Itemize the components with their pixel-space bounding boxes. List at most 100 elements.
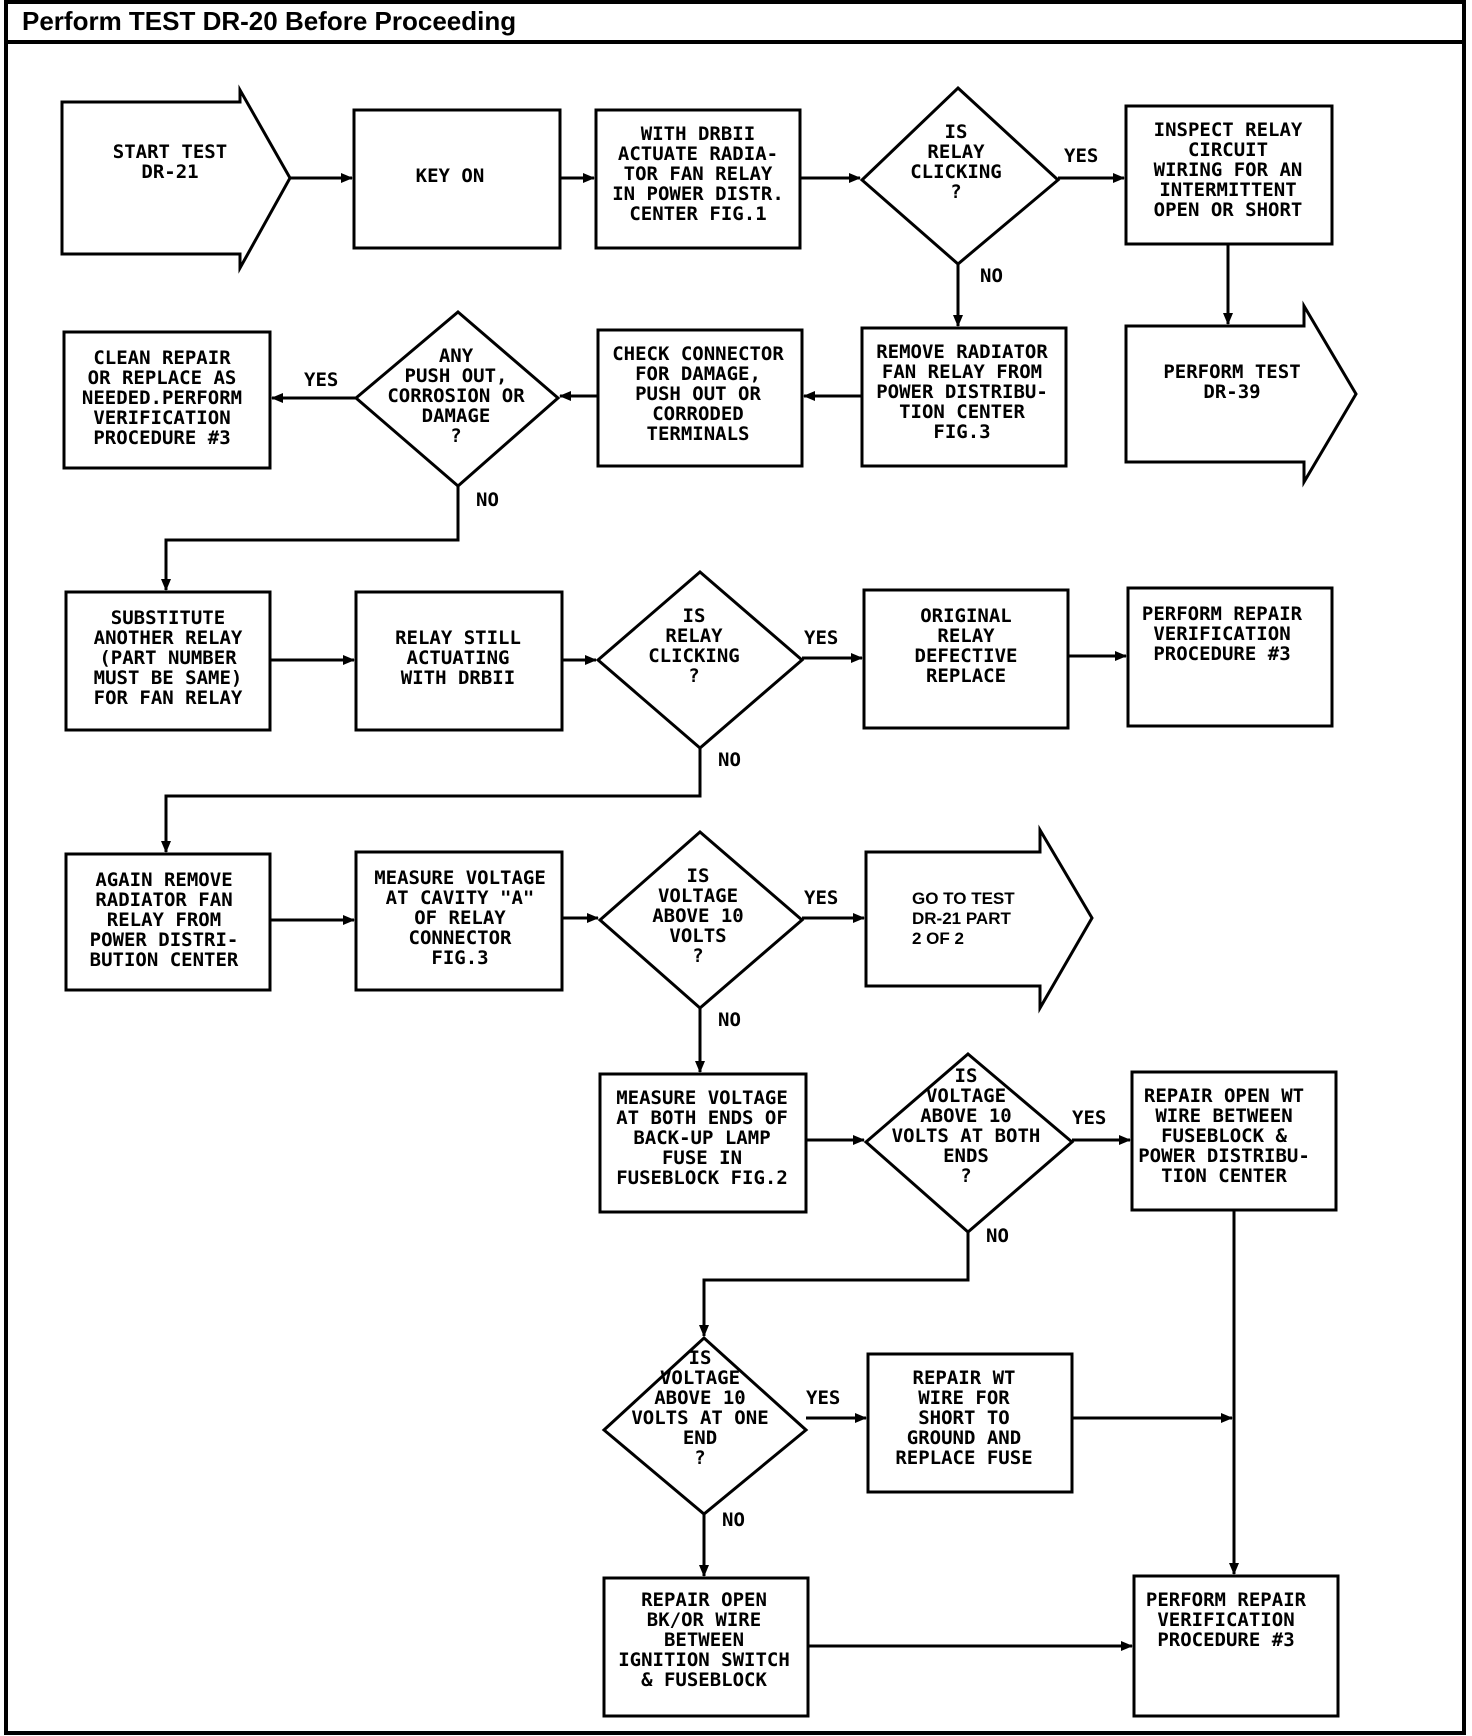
node-line: PROCEDURE #3 xyxy=(93,427,230,449)
label-d5-yes: YES xyxy=(1072,1107,1106,1129)
node-line: VERIFICATION xyxy=(93,407,230,429)
node-line: POWER DISTRIBU- xyxy=(876,381,1048,403)
node-line: IN POWER DISTR. xyxy=(612,183,784,205)
node-start xyxy=(60,84,292,274)
node-substitute xyxy=(64,590,272,732)
node-clean xyxy=(62,330,272,470)
node-line: ENDS xyxy=(943,1145,989,1167)
node-check-conn xyxy=(596,328,804,468)
node-line: ACTUATE RADIA- xyxy=(618,143,778,165)
node-line: FOR FAN RELAY xyxy=(94,687,243,709)
node-line: START TEST xyxy=(113,141,227,163)
node-line: CORRODED xyxy=(652,403,744,425)
node-line: TION CENTER xyxy=(899,401,1025,423)
node-line: RELAY xyxy=(937,625,995,647)
node-line: VOLTAGE xyxy=(660,1367,740,1389)
node-verify2 xyxy=(1132,1574,1340,1718)
node-line: IS xyxy=(683,605,706,627)
node-line: PERFORM REPAIR xyxy=(1146,1589,1307,1611)
node-line: OPEN OR SHORT xyxy=(1154,199,1303,221)
label-d3-yes: YES xyxy=(804,627,838,649)
node-line: ABOVE 10 xyxy=(652,905,744,927)
node-line: MEASURE VOLTAGE xyxy=(374,867,546,889)
node-line: REPAIR WT xyxy=(913,1367,1016,1389)
outer-frame xyxy=(4,0,1466,1735)
label-d6-no: NO xyxy=(722,1509,745,1531)
node-line: FIG.3 xyxy=(431,947,488,969)
node-line: ANY xyxy=(439,345,474,367)
node-line: IS xyxy=(945,121,968,143)
node-again-remove xyxy=(64,852,272,992)
text-key-on: KEY ON xyxy=(416,165,485,187)
node-line: IS xyxy=(955,1065,978,1087)
node-line: IGNITION SWITCH xyxy=(618,1649,790,1671)
node-line: KEY ON xyxy=(416,165,485,187)
node-dr39 xyxy=(1124,300,1358,488)
header-bar: Perform TEST DR-20 Before Proceeding xyxy=(6,0,1464,42)
node-line: ABOVE 10 xyxy=(920,1105,1012,1127)
node-line: SHORT TO xyxy=(918,1407,1010,1429)
node-line: FAN RELAY FROM xyxy=(882,361,1042,383)
node-orig-def xyxy=(862,588,1070,730)
node-line: PROCEDURE #3 xyxy=(1153,643,1290,665)
node-line: INSPECT RELAY xyxy=(1154,119,1303,141)
page-title: Perform TEST DR-20 Before Proceeding xyxy=(22,6,517,36)
node-line: ? xyxy=(694,1447,705,1469)
node-line: OR REPLACE AS xyxy=(88,367,237,389)
node-line: OF RELAY xyxy=(414,907,506,929)
node-actuate xyxy=(594,108,802,250)
node-line: TION CENTER xyxy=(1161,1165,1287,1187)
node-line: BK/OR WIRE xyxy=(647,1609,761,1631)
node-line: ABOVE 10 xyxy=(654,1387,746,1409)
node-line: ANOTHER RELAY xyxy=(94,627,243,649)
node-line: POWER DISTRI- xyxy=(90,929,239,951)
node-line: FIG.3 xyxy=(933,421,990,443)
node-line: SUBSTITUTE xyxy=(111,607,225,629)
node-line: WITH DRBII xyxy=(401,667,515,689)
node-line: ORIGINAL xyxy=(920,605,1012,627)
node-line: ? xyxy=(688,665,699,687)
label-d3-no: NO xyxy=(718,749,741,771)
node-line: REMOVE RADIATOR xyxy=(876,341,1048,363)
node-line: PERFORM TEST xyxy=(1163,361,1300,383)
node-verify1 xyxy=(1126,586,1334,728)
node-repair-short xyxy=(866,1352,1074,1494)
node-line: REPAIR OPEN WT xyxy=(1144,1085,1304,1107)
node-line: 2 OF 2 xyxy=(912,929,964,948)
node-key-on xyxy=(352,108,562,250)
label-d2-yes: YES xyxy=(304,369,338,391)
node-line: DAMAGE xyxy=(422,405,491,427)
node-line: ? xyxy=(960,1165,971,1187)
node-still-act xyxy=(354,590,564,732)
label-d1-yes: YES xyxy=(1064,145,1098,167)
node-line: WITH DRBII xyxy=(641,123,755,145)
node-line: AT BOTH ENDS OF xyxy=(616,1107,788,1129)
node-line: ? xyxy=(450,425,461,447)
node-line: ? xyxy=(692,945,703,967)
node-line: FUSE IN xyxy=(662,1147,742,1169)
edge-d5-d6 xyxy=(699,1232,970,1337)
node-line: MEASURE VOLTAGE xyxy=(616,1087,788,1109)
label-d4-yes: YES xyxy=(804,887,838,909)
node-line: FUSEBLOCK FIG.2 xyxy=(616,1167,788,1189)
node-line: VERIFICATION xyxy=(1157,1609,1294,1631)
node-line: ? xyxy=(950,181,961,203)
node-repair-open-wt xyxy=(1130,1070,1338,1212)
label-d5-no: NO xyxy=(986,1225,1009,1247)
